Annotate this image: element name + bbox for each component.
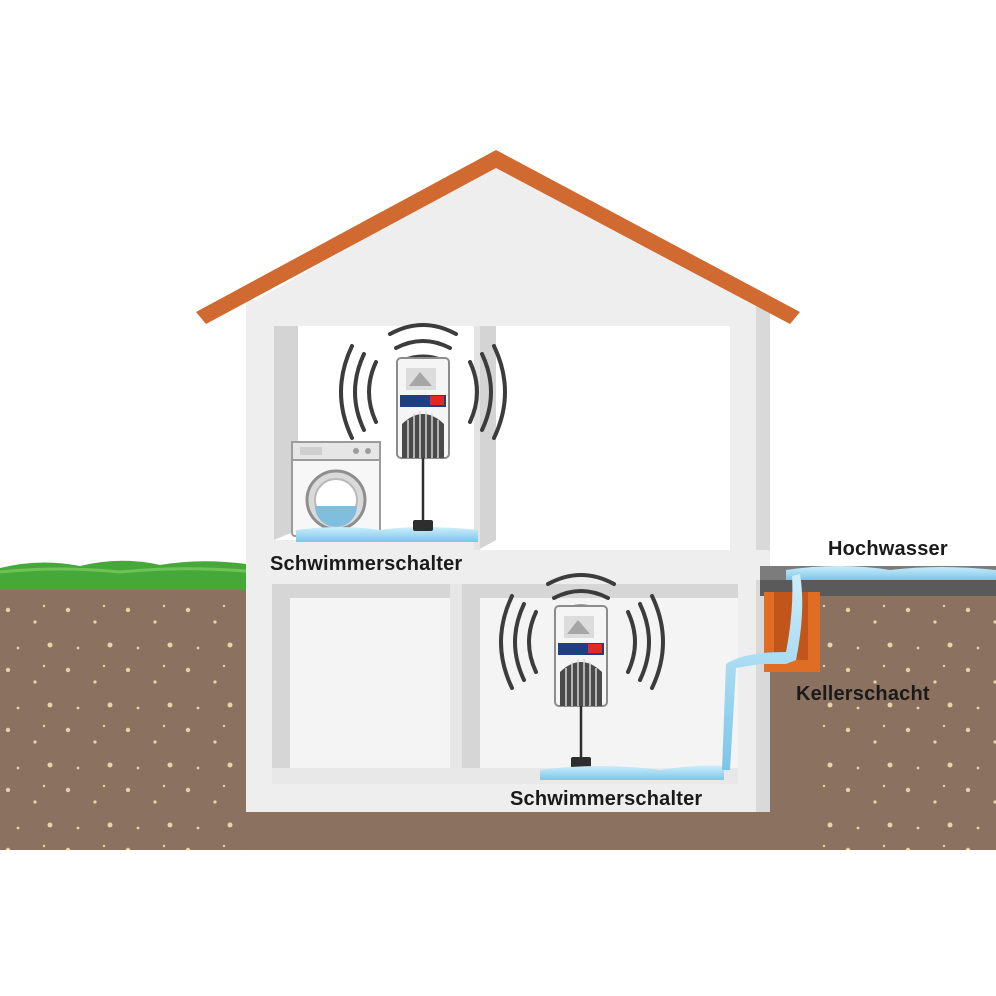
upper-float-switch-label: Schwimmerschalter: [270, 553, 463, 575]
soil-left-dots: [0, 590, 246, 850]
grass-highlight: [0, 567, 247, 574]
ground: [0, 560, 996, 850]
basement-shaft: [722, 566, 996, 770]
washing-machine-icon: [291, 441, 381, 537]
flood-water-surface: [786, 566, 996, 580]
basement-shaft-label: Kellerschacht: [796, 683, 930, 705]
water-puddle-basement: [540, 765, 724, 780]
grass-strip: [0, 560, 246, 590]
room-basement-left-shade: [272, 584, 450, 784]
floor-slab: [246, 550, 770, 580]
house-gable: [246, 164, 770, 306]
water-puddle-upper: [296, 527, 478, 542]
soil-right-dots: [820, 600, 996, 850]
water-inflow: [722, 574, 803, 770]
water-alarm-device-icon: [499, 573, 665, 768]
wireless-signal-icon: [499, 573, 665, 690]
room-basement-left: [272, 584, 450, 784]
wireless-signal-icon: [339, 323, 507, 440]
water-alarm-device-icon: [339, 323, 507, 531]
room-upper-right: [478, 326, 730, 550]
lower-float-switch-label: Schwimmerschalter: [510, 788, 703, 810]
flood-water-label: Hochwasser: [828, 538, 948, 560]
basement-wall-divider: [450, 584, 462, 784]
soil-bottom: [246, 812, 770, 850]
upper-wall-divider: [474, 326, 480, 550]
house: [196, 150, 800, 812]
